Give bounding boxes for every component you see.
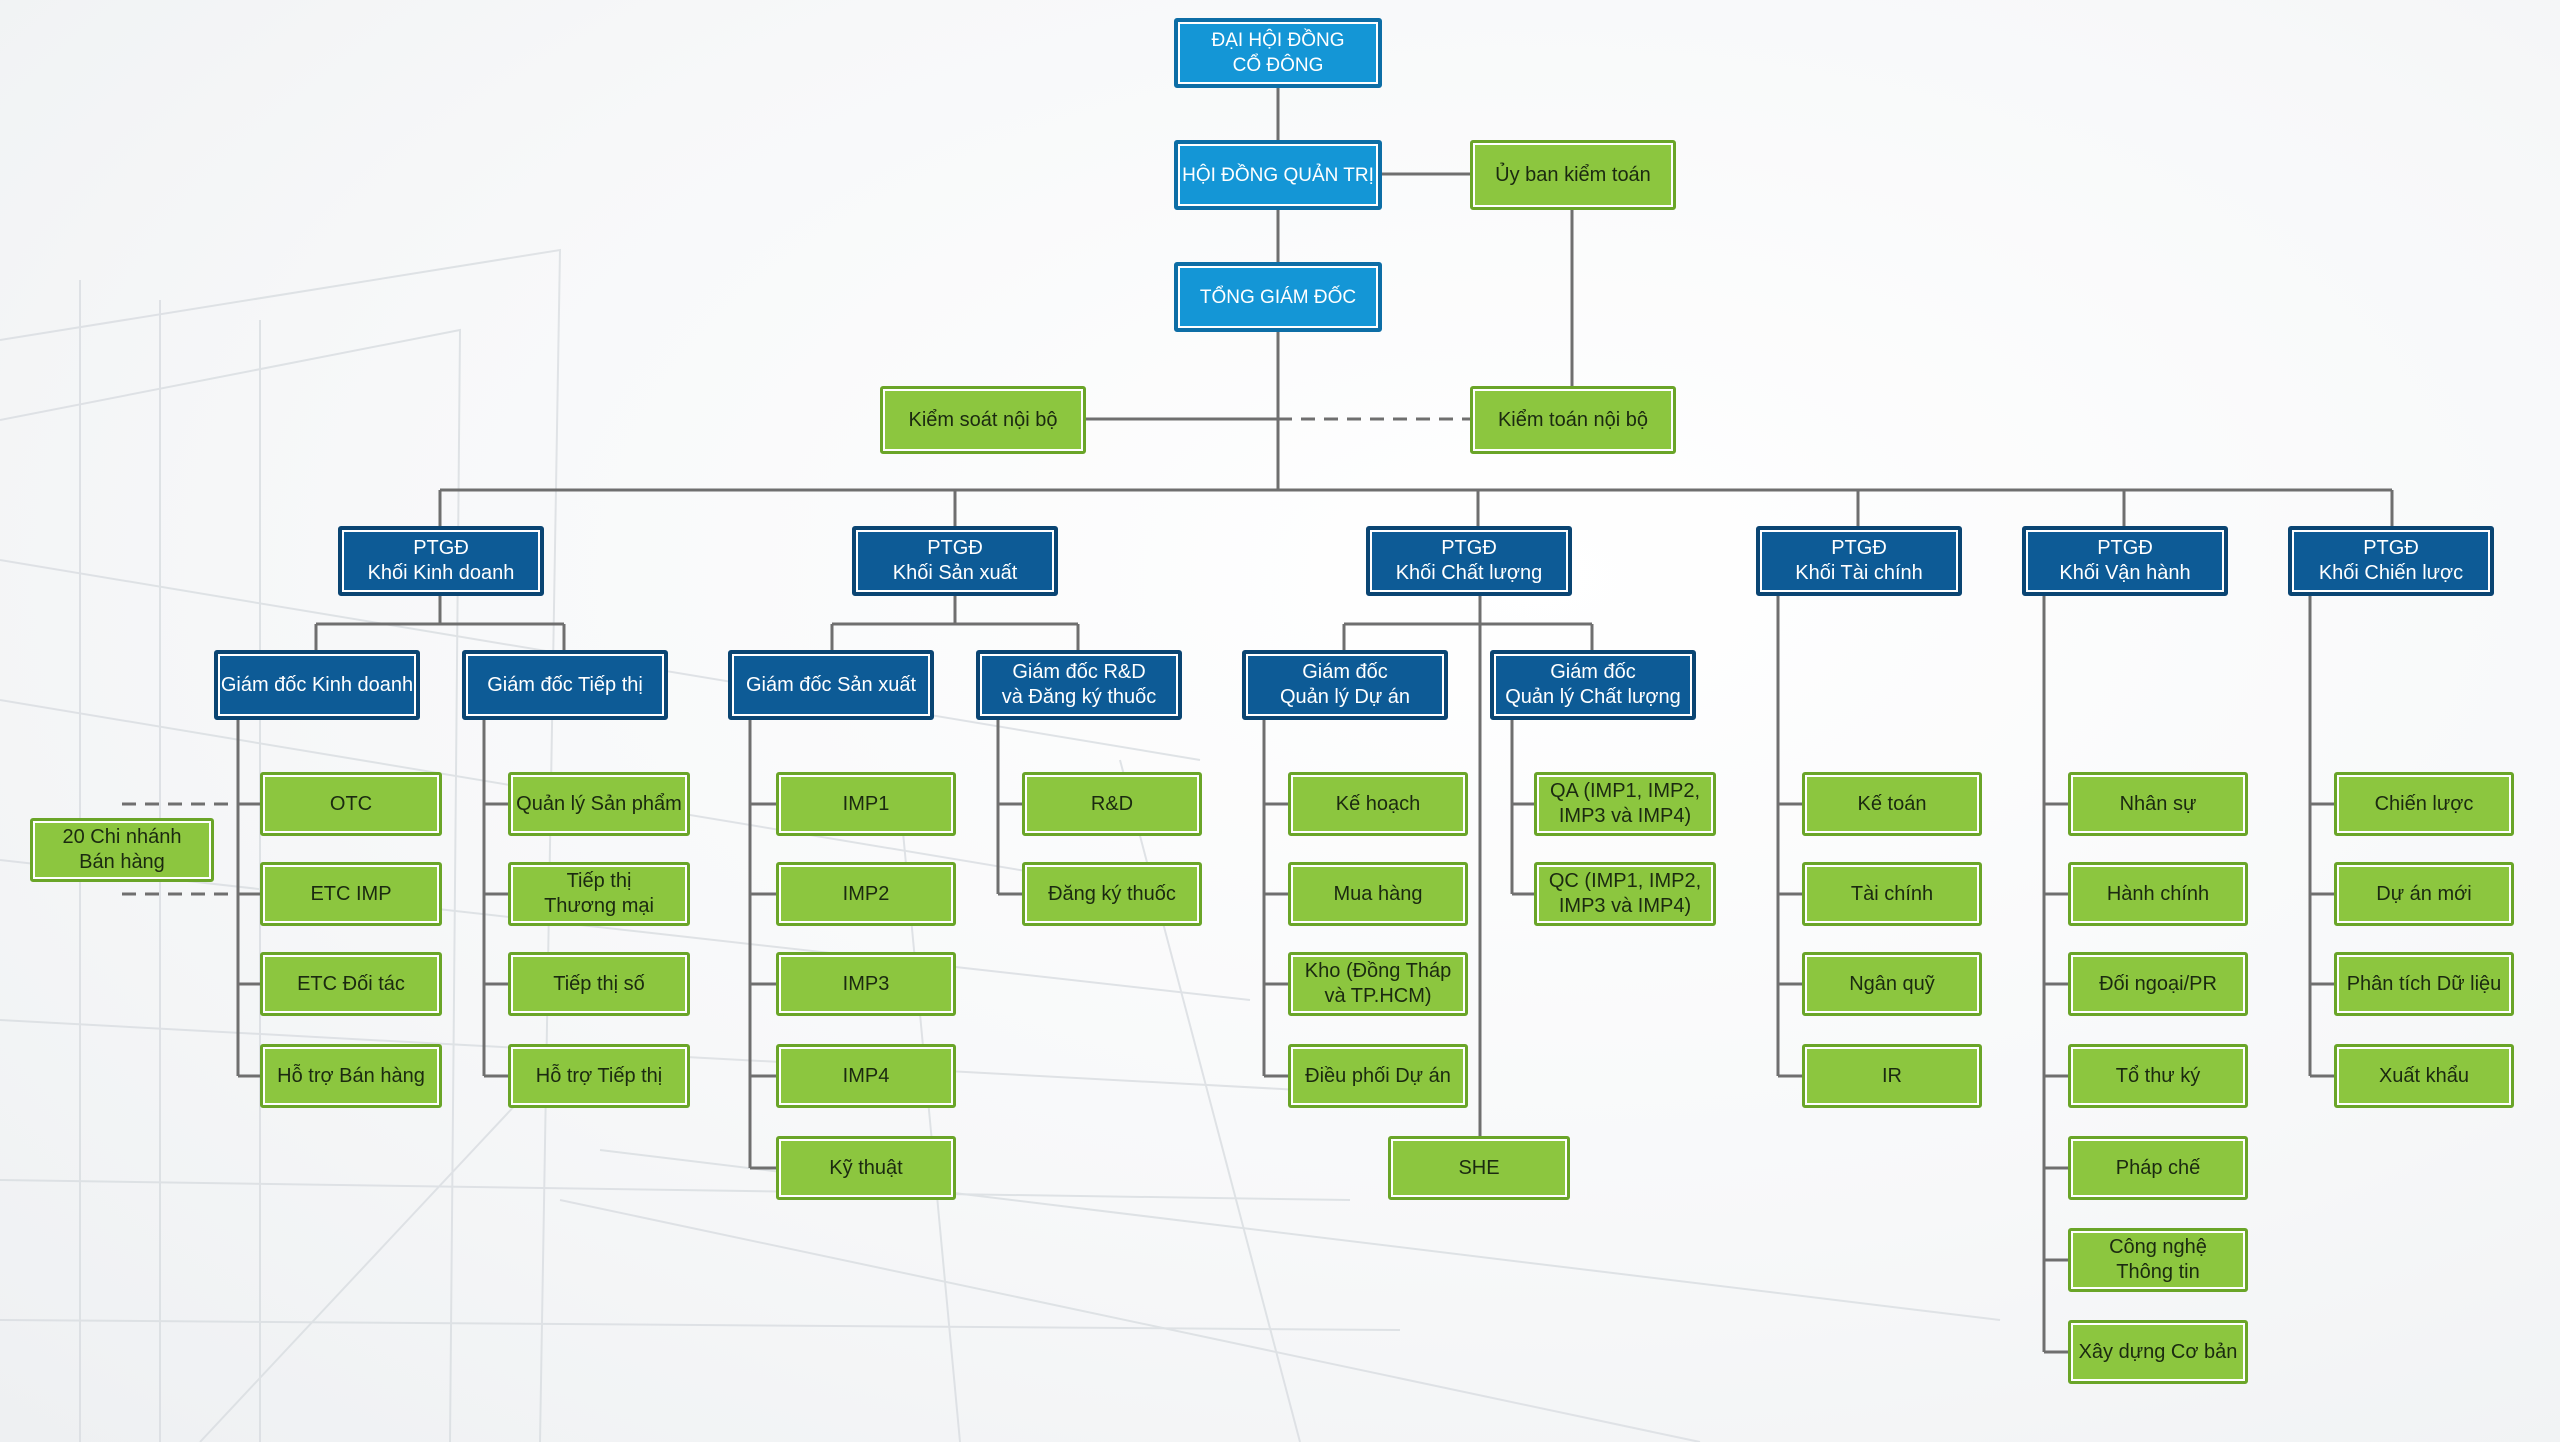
unit-box: R&D: [1022, 772, 1202, 836]
deputy-operations-box: PTGĐ Khối Vận hành: [2022, 526, 2228, 596]
she-box: SHE: [1388, 1136, 1570, 1200]
deputy-business-box: PTGĐ Khối Kinh doanh: [338, 526, 544, 596]
unit-box: Dự án mới: [2334, 862, 2514, 926]
internal-control-box: Kiểm soát nội bộ: [880, 386, 1086, 454]
deputy-finance-box: PTGĐ Khối Tài chính: [1756, 526, 1962, 596]
unit-box: Kho (Đồng Tháp và TP.HCM): [1288, 952, 1468, 1016]
unit-box: Ngân quỹ: [1802, 952, 1982, 1016]
unit-box: Kế toán: [1802, 772, 1982, 836]
unit-box: Tiếp thị Thương mại: [508, 862, 690, 926]
shareholders-box: ĐẠI HỘI ĐỒNG CỔ ĐÔNG: [1174, 18, 1382, 88]
unit-box: Xuất khẩu: [2334, 1044, 2514, 1108]
unit-box: Tổ thư ký: [2068, 1044, 2248, 1108]
unit-box: IMP3: [776, 952, 956, 1016]
unit-box: Phân tích Dữ liệu: [2334, 952, 2514, 1016]
director-quality-box: Giám đốc Quản lý Chất lượng: [1490, 650, 1696, 720]
unit-box: Công nghệ Thông tin: [2068, 1228, 2248, 1292]
unit-box: Mua hàng: [1288, 862, 1468, 926]
unit-box: Kỹ thuật: [776, 1136, 956, 1200]
ceo-box: TỔNG GIÁM ĐỐC: [1174, 262, 1382, 332]
unit-box: Tài chính: [1802, 862, 1982, 926]
unit-box: Hành chính: [2068, 862, 2248, 926]
unit-box: ETC IMP: [260, 862, 442, 926]
unit-box: Tiếp thị số: [508, 952, 690, 1016]
unit-box: Xây dựng Cơ bản: [2068, 1320, 2248, 1384]
unit-box: QC (IMP1, IMP2, IMP3 và IMP4): [1534, 862, 1716, 926]
unit-box: Hỗ trợ Bán hàng: [260, 1044, 442, 1108]
internal-audit-box: Kiểm toán nội bộ: [1470, 386, 1676, 454]
unit-box: IMP4: [776, 1044, 956, 1108]
deputy-strategy-box: PTGĐ Khối Chiến lược: [2288, 526, 2494, 596]
director-production-box: Giám đốc Sản xuất: [728, 650, 934, 720]
unit-box: QA (IMP1, IMP2, IMP3 và IMP4): [1534, 772, 1716, 836]
unit-box: IMP1: [776, 772, 956, 836]
board-box: HỘI ĐỒNG QUẢN TRỊ: [1174, 140, 1382, 210]
unit-box: IR: [1802, 1044, 1982, 1108]
unit-box: Điều phối Dự án: [1288, 1044, 1468, 1108]
audit-committee-box: Ủy ban kiểm toán: [1470, 140, 1676, 210]
unit-box: Hỗ trợ Tiếp thị: [508, 1044, 690, 1108]
unit-box: Nhân sự: [2068, 772, 2248, 836]
director-rnd-box: Giám đốc R&D và Đăng ký thuốc: [976, 650, 1182, 720]
director-project-box: Giám đốc Quản lý Dự án: [1242, 650, 1448, 720]
unit-box: Pháp chế: [2068, 1136, 2248, 1200]
unit-box: Quản lý Sản phẩm: [508, 772, 690, 836]
deputy-quality-box: PTGĐ Khối Chất lượng: [1366, 526, 1572, 596]
director-sales-box: Giám đốc Kinh doanh: [214, 650, 420, 720]
unit-box: Chiến lược: [2334, 772, 2514, 836]
director-marketing-box: Giám đốc Tiếp thị: [462, 650, 668, 720]
unit-box: Kế hoạch: [1288, 772, 1468, 836]
unit-box: OTC: [260, 772, 442, 836]
sales-branches-box: 20 Chi nhánh Bán hàng: [30, 818, 214, 882]
unit-box: ETC Đối tác: [260, 952, 442, 1016]
unit-box: Đối ngoại/PR: [2068, 952, 2248, 1016]
deputy-production-box: PTGĐ Khối Sản xuất: [852, 526, 1058, 596]
unit-box: IMP2: [776, 862, 956, 926]
unit-box: Đăng ký thuốc: [1022, 862, 1202, 926]
